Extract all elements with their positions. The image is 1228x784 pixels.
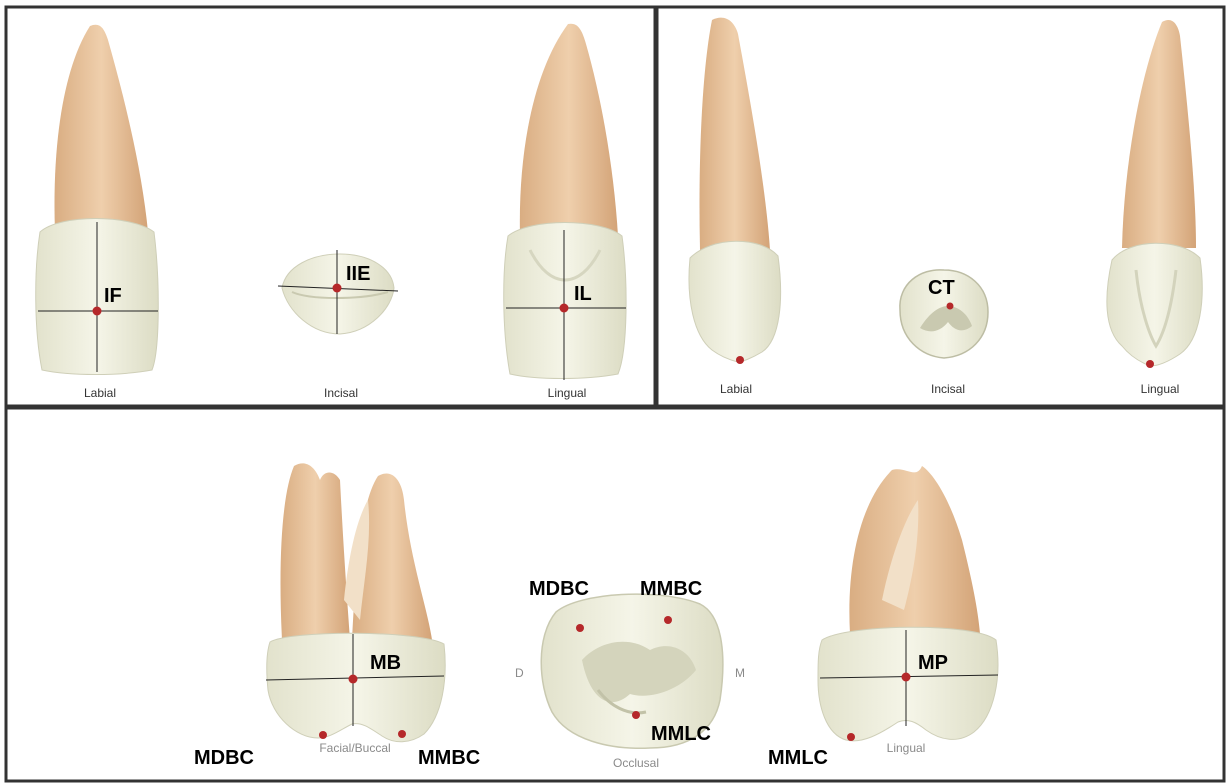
canine-incisal-point-label: CT [928, 277, 955, 299]
molar-occlusal-mesial-label: MMBC [640, 578, 702, 600]
molar-panel: MB MDBC MMBC Facial/Buccal MDBC MMBC MML… [194, 463, 998, 770]
incisor-labial-view-label: Labial [84, 386, 116, 400]
canine-lingual-view-label: Lingual [1141, 382, 1180, 396]
molar-buccal-center-label: MB [370, 652, 401, 674]
incisor-incisal-view-label: Incisal [324, 386, 358, 400]
molar-occlusal-distal-label: MDBC [529, 578, 589, 600]
molar-buccal-distal-label: MDBC [194, 747, 254, 769]
canine-incisal-view-label: Incisal [931, 382, 965, 396]
molar-occlusal-view-label: Occlusal [613, 756, 659, 770]
molar-distal-orientation-label: D [515, 666, 524, 680]
incisor-lingual-tooth [504, 24, 626, 380]
incisor-incisal-tooth [278, 250, 398, 334]
incisor-panel: IF Labial IIE Incisal IL Lingual [36, 24, 626, 400]
incisor-labial-tooth [36, 25, 159, 375]
molar-occlusal-lingual-label: MMLC [651, 723, 711, 745]
incisor-incisal-point-label: IIE [346, 263, 370, 285]
incisor-lingual-view-label: Lingual [548, 386, 587, 400]
incisor-labial-point-label: IF [104, 285, 122, 307]
molar-buccal-mesial-label: MMBC [418, 747, 480, 769]
molar-mesial-orientation-label: M [735, 666, 745, 680]
molar-lingual-center-label: MP [918, 652, 948, 674]
molar-lingual-view-label: Lingual [887, 741, 926, 755]
incisor-lingual-point-label: IL [574, 283, 592, 305]
canine-lingual-tooth [1107, 20, 1202, 368]
canine-labial-view-label: Labial [720, 382, 752, 396]
canine-panel: Labial CT Incisal Lingual [689, 18, 1202, 396]
molar-buccal-tooth [266, 463, 445, 741]
molar-buccal-view-label: Facial/Buccal [319, 741, 390, 755]
molar-lingual-tooth [818, 466, 998, 741]
canine-labial-tooth [689, 18, 781, 364]
molar-lingual-cusp-label: MMLC [768, 747, 828, 769]
